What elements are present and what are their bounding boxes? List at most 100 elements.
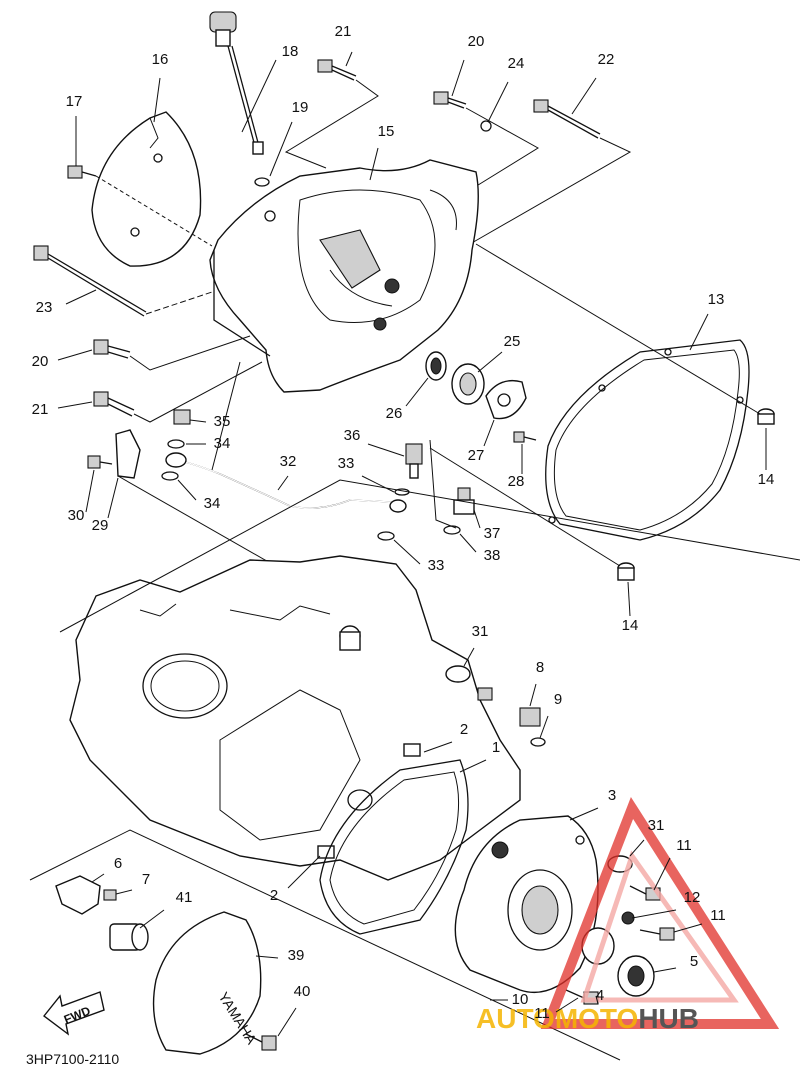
callout-leader — [405, 377, 429, 407]
filler-plug — [519, 707, 541, 727]
part-number-label: 4 — [596, 987, 604, 1004]
callout-leader — [85, 469, 95, 513]
part-number-label: 39 — [288, 947, 305, 964]
part-number-label: 7 — [142, 871, 150, 888]
part-number-label: 41 — [176, 889, 193, 906]
part-number-label: 36 — [344, 427, 361, 444]
bracket — [55, 875, 101, 915]
callout-leader — [631, 909, 677, 919]
callout-leader — [529, 683, 537, 707]
part-code: 3HP7100-2110 — [26, 1051, 119, 1067]
callout-leader — [241, 59, 277, 133]
callout-leader — [189, 419, 207, 423]
dowel-pin — [757, 408, 775, 425]
watermark-triangle-icon — [540, 797, 780, 1029]
crankcase-cover — [209, 159, 479, 393]
part-number-label: 22 — [598, 51, 615, 68]
bolt — [433, 91, 467, 109]
callout-leader — [361, 475, 395, 493]
part-number-label: 21 — [335, 23, 352, 40]
bracket — [115, 429, 141, 479]
callout-leader — [571, 77, 597, 115]
callout-leader — [487, 81, 509, 123]
washer — [377, 531, 395, 541]
washer — [167, 439, 185, 449]
retainer-plate — [485, 379, 527, 420]
dowel-pin — [403, 743, 421, 757]
part-number-label: 10 — [512, 991, 529, 1008]
bolt — [317, 59, 357, 81]
bolt — [445, 665, 493, 701]
part-number-label: 24 — [508, 55, 525, 72]
washer — [161, 471, 179, 481]
cover — [152, 911, 262, 1055]
callout-leader — [473, 509, 481, 529]
part-number-label: 30 — [68, 507, 85, 524]
part-number-label: 17 — [66, 93, 83, 110]
callout-leader — [115, 889, 133, 895]
callout-leader — [689, 313, 709, 351]
dipstick — [209, 11, 264, 155]
callout-leader — [345, 51, 353, 67]
part-number-label: 37 — [484, 525, 501, 542]
part-number-label: 1 — [492, 739, 500, 756]
part-number-label: 33 — [338, 455, 355, 472]
screw — [67, 165, 97, 179]
upper-assembly — [33, 11, 775, 581]
dowel-pin — [617, 562, 635, 581]
crankcase-block — [59, 479, 800, 935]
cover-plate — [91, 111, 202, 267]
callout-leader — [139, 909, 165, 929]
callout-leader — [477, 351, 503, 373]
screw — [513, 431, 537, 443]
callout-leader — [369, 147, 379, 181]
part-number-label: 11 — [676, 837, 692, 854]
callout-leader — [459, 533, 477, 553]
part-number-label: 18 — [282, 43, 299, 60]
union-fitting — [405, 443, 423, 479]
part-number-label: 14 — [758, 471, 775, 488]
callout-leader — [153, 77, 161, 123]
bolt — [639, 927, 675, 941]
brand-text-suffix: HUB — [638, 1003, 699, 1034]
o-ring — [254, 177, 270, 187]
collar — [109, 923, 149, 951]
callout-leader — [653, 857, 671, 891]
o-ring — [530, 737, 546, 747]
callout-leader — [569, 807, 599, 821]
callout-leader — [451, 59, 465, 97]
part-number-label: 14 — [622, 617, 639, 634]
part-number-label: 11 — [710, 907, 726, 924]
part-number-label: 31 — [472, 623, 489, 640]
callout-leader — [595, 995, 599, 1005]
callout-leader — [57, 401, 93, 409]
part-number-label: 16 — [152, 51, 169, 68]
gasket-washer — [443, 525, 461, 535]
washer — [480, 120, 492, 132]
callout-leader — [177, 479, 197, 501]
callout-leader — [629, 839, 645, 857]
callout-leader — [463, 647, 475, 667]
drain-plug — [453, 487, 475, 515]
part-number-label: 38 — [484, 547, 501, 564]
part-number-label: 2 — [460, 721, 468, 738]
callout-leader — [673, 923, 703, 933]
callout-leader — [57, 349, 93, 361]
bolt — [93, 391, 135, 417]
bolt — [245, 1033, 277, 1051]
brand-text: AUTOMOTOHUB — [476, 1003, 699, 1034]
part-number-label: 31 — [648, 817, 665, 834]
part-number-label: 9 — [554, 691, 562, 708]
screw — [103, 889, 117, 901]
callout-leader — [653, 967, 677, 973]
brand-watermark: AUTOMOTOHUB — [476, 797, 780, 1034]
callout-leader — [627, 581, 631, 617]
callout-leader — [367, 443, 405, 457]
brand-text-main: AUTOMOTO — [476, 1003, 638, 1034]
gasket — [545, 339, 750, 541]
callout-leader — [539, 715, 549, 739]
watermark-inner-triangle-icon — [580, 850, 739, 1003]
callout-leader — [483, 419, 495, 447]
